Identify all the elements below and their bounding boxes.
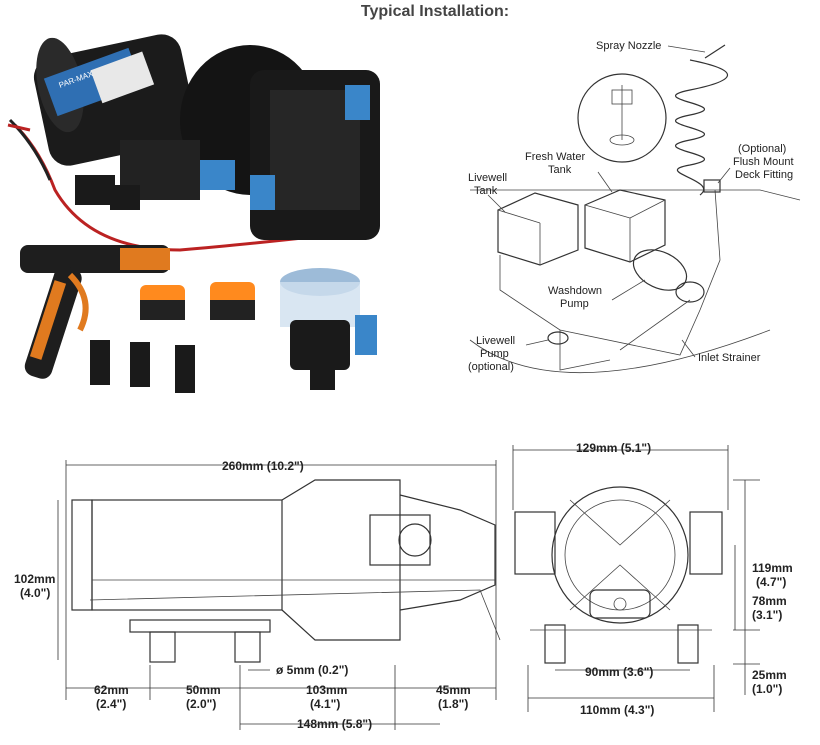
- dim-height-1: 102mm: [14, 572, 55, 586]
- dim-port-height-1: 78mm: [752, 594, 787, 608]
- end-view-dimension-labels: 129mm (5.1") 119mm (4.7") 78mm (3.1") 90…: [576, 441, 793, 717]
- label-spray-nozzle: Spray Nozzle: [596, 40, 661, 52]
- washdown-pump-sketch: [632, 249, 705, 303]
- label-livewell-pump-2: Pump: [480, 348, 509, 360]
- livewell-tank: [497, 192, 579, 266]
- label-flush-mount-1: (Optional): [738, 143, 786, 155]
- dim-end-width: 129mm (5.1"): [576, 441, 651, 455]
- dim-foot-height-2: (1.0"): [752, 682, 782, 696]
- nozzle-detail-circle: [577, 73, 667, 163]
- dim-overall-length: 260mm (10.2"): [222, 459, 304, 473]
- side-view-body: [71, 479, 501, 663]
- product-photo: PAR-MAX: [7, 34, 380, 393]
- installation-diagram: Spray Nozzle (Optional) Flush Mount Deck…: [468, 40, 801, 374]
- end-view-drawing: 129mm (5.1") 119mm (4.7") 78mm (3.1") 90…: [512, 441, 793, 717]
- fresh-water-tank: [584, 189, 666, 263]
- dim-mount-a-2: (2.4"): [96, 697, 126, 711]
- boat-hull: [469, 189, 801, 374]
- page-title: Typical Installation:: [360, 3, 510, 20]
- power-wires: [7, 118, 331, 252]
- dim-mount-b-1: 50mm: [186, 683, 221, 697]
- dim-hole: ø 5mm (0.2"): [276, 663, 348, 677]
- dim-foot-height-1: 25mm: [752, 668, 787, 682]
- label-flush-mount-2: Flush Mount: [733, 156, 794, 168]
- label-washdown-1: Washdown: [548, 285, 602, 297]
- end-view-dimension-lines: [512, 445, 760, 712]
- hose-connectors: [140, 282, 255, 320]
- label-washdown-2: Pump: [560, 298, 589, 310]
- dim-mount-b-2: (2.0"): [186, 697, 216, 711]
- plumbing: [499, 179, 721, 371]
- dim-base-length: 148mm (5.8"): [297, 717, 372, 731]
- side-view-dimension-labels: 260mm (10.2") 102mm (4.0") 62mm (2.4") 5…: [14, 459, 471, 731]
- dim-end-height-1: 119mm: [752, 561, 793, 575]
- dim-mount-a-1: 62mm: [94, 683, 129, 697]
- dim-end-height-2: (4.7"): [756, 575, 786, 589]
- dim-port-height-2: (3.1"): [752, 608, 782, 622]
- label-livewell-tank-2: Tank: [474, 185, 498, 197]
- dim-mount-d-1: 45mm: [436, 683, 471, 697]
- label-fresh-water-1: Fresh Water: [525, 151, 585, 163]
- barb-fittings: [90, 340, 195, 393]
- leader-lines: [487, 45, 731, 358]
- label-livewell-tank-1: Livewell: [468, 172, 507, 184]
- label-livewell-pump-1: Livewell: [476, 335, 515, 347]
- side-view-dimension-lines: [57, 460, 497, 730]
- dim-foot-spacing: 90mm (3.6"): [585, 665, 653, 679]
- dim-mount-d-2: (1.8"): [438, 697, 468, 711]
- dim-mount-c-1: 103mm: [306, 683, 347, 697]
- installation-labels: Spray Nozzle (Optional) Flush Mount Deck…: [468, 40, 794, 373]
- label-fresh-water-2: Tank: [548, 164, 572, 176]
- label-flush-mount-3: Deck Fitting: [735, 169, 793, 181]
- pump-motor: PAR-MAX: [33, 34, 197, 166]
- hose-coil: [675, 44, 728, 196]
- label-inlet-strainer: Inlet Strainer: [698, 352, 761, 364]
- inlet-strainer-photo: [280, 268, 377, 390]
- pump-head: [75, 45, 380, 240]
- label-livewell-pump-3: (optional): [468, 361, 514, 373]
- dim-height-2: (4.0"): [20, 586, 50, 600]
- spray-gun: [20, 245, 170, 379]
- dim-mount-c-2: (4.1"): [310, 697, 340, 711]
- side-view-drawing: 260mm (10.2") 102mm (4.0") 62mm (2.4") 5…: [14, 459, 501, 731]
- dim-base-width: 110mm (4.3"): [580, 703, 654, 717]
- end-view-body: [514, 486, 723, 664]
